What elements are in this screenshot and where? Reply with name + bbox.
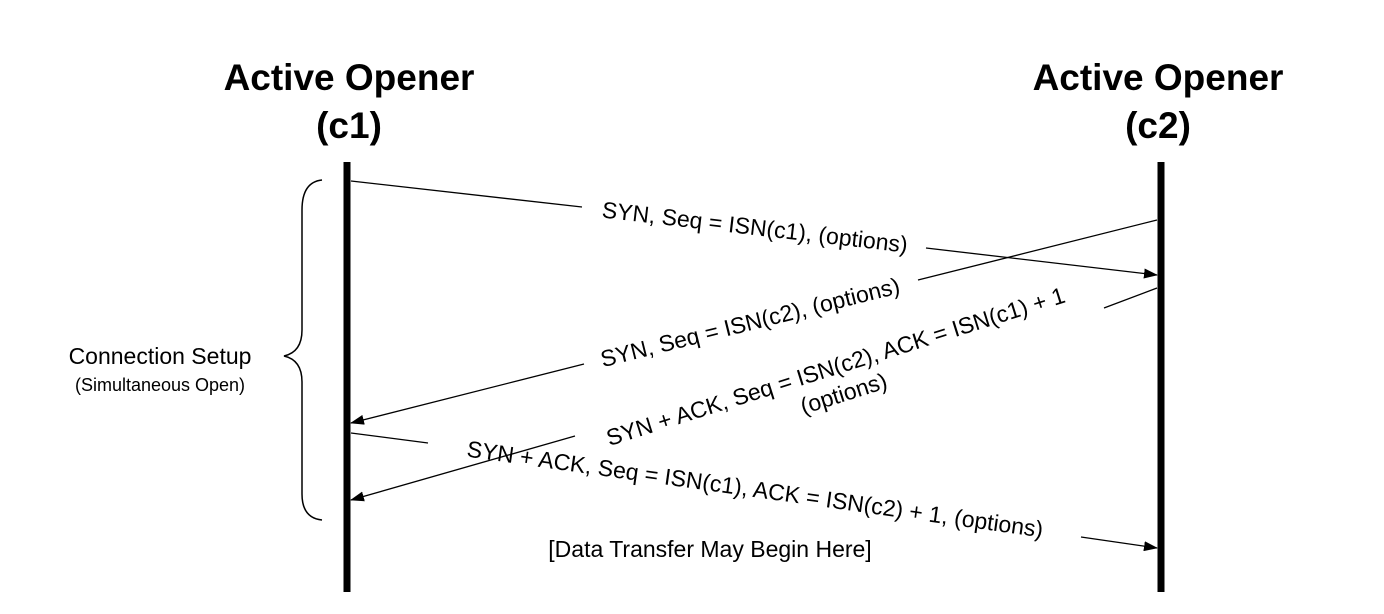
phase-label: Connection Setup	[69, 343, 252, 369]
message-arrow-1	[350, 180, 1157, 275]
phase-sublabel: (Simultaneous Open)	[75, 375, 245, 395]
participant-right-id: (c2)	[1125, 105, 1191, 146]
phase-brace	[283, 179, 323, 521]
participant-left-name: Active Opener	[224, 57, 475, 98]
message-label-1: SYN, Seq = ISN(c1), (options)	[601, 196, 909, 257]
message-arrow-2	[351, 219, 1158, 423]
participant-right-name: Active Opener	[1033, 57, 1284, 98]
message-arrow-3	[351, 287, 1158, 500]
data-transfer-note: [Data Transfer May Begin Here]	[548, 536, 871, 562]
message-label-4: SYN + ACK, Seq = ISN(c1), ACK = ISN(c2) …	[465, 436, 1045, 543]
participant-left-id: (c1)	[316, 105, 382, 146]
message-arrow-4	[350, 432, 1157, 548]
